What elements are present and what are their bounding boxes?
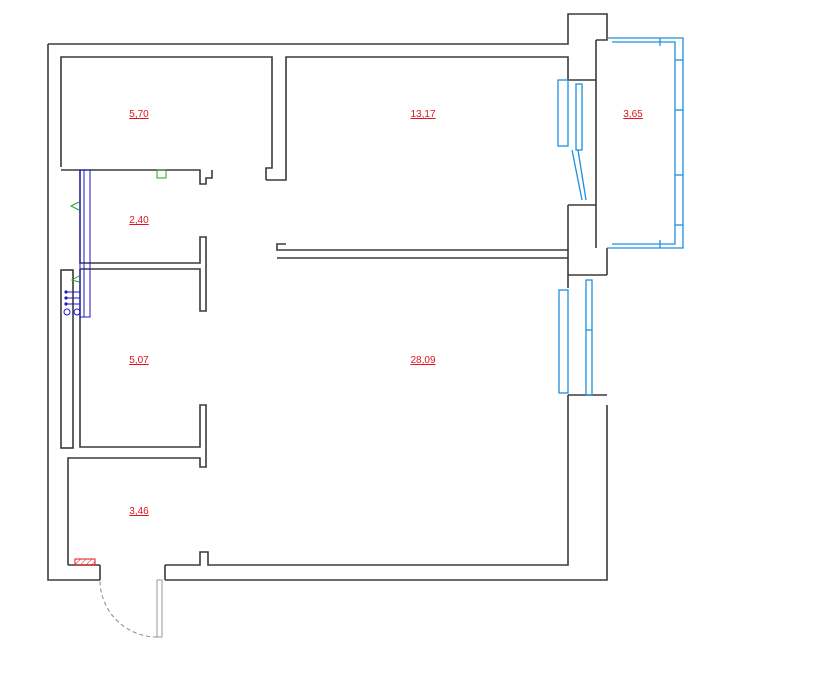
electrical-panel — [74, 558, 96, 566]
room-area-storage: 5,70 — [129, 109, 149, 120]
entrance-door — [99, 579, 163, 638]
bedroom-window — [557, 79, 587, 201]
outer-walls — [47, 13, 608, 581]
room-area-living: 28,09 — [410, 355, 436, 366]
balcony-window-frame — [607, 37, 684, 249]
interior-walls — [60, 56, 607, 580]
room-area-hall: 3,46 — [129, 506, 149, 517]
room-area-balcony: 3,65 — [623, 109, 643, 120]
living-window — [558, 279, 593, 396]
room-area-bedroom: 13,17 — [410, 109, 436, 120]
pipe-riser — [63, 169, 91, 318]
vent-markers — [69, 169, 167, 283]
room-area-wc: 2,40 — [129, 215, 149, 226]
room-area-bathroom: 5,07 — [129, 355, 149, 366]
